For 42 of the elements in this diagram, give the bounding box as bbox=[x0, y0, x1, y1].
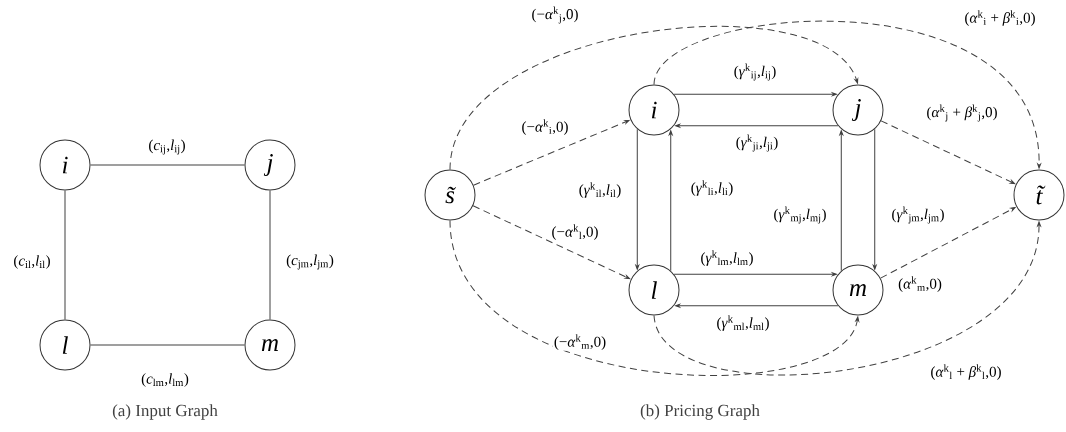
connector-line bbox=[90, 164, 245, 166]
arrow bbox=[675, 123, 839, 128]
edge-label: (c$_{lm}$,l$_{lm}$) bbox=[140, 372, 190, 388]
edge-label: (−α$^{k}$$_{m}$,0) bbox=[552, 333, 608, 351]
edge-label: (γ$^{k}$$_{ij}$,l$_{ij}$) bbox=[732, 62, 778, 82]
arrow bbox=[668, 130, 673, 272]
edge-label: (α$^{k}$$_{l}$ + β$^{k}$$_{l}$,0) bbox=[929, 363, 1003, 381]
connector-line bbox=[64, 190, 66, 320]
dashed-arrow bbox=[653, 221, 1041, 375]
arrow bbox=[673, 272, 837, 277]
edge-label: (−α$^{k}$$_{i}$,0) bbox=[520, 118, 570, 136]
edge-label: (α$^{k}$$_{i}$ + β$^{k}$$_{i}$,0) bbox=[963, 9, 1037, 27]
edge-label: (c$_{ij}$,l$_{ij}$) bbox=[147, 138, 187, 156]
edge-label: (γ$^{k}$$_{mj}$,l$_{mj}$) bbox=[772, 205, 828, 225]
edge-label: (−α$^{k}$$_{j}$,0) bbox=[530, 5, 580, 25]
arrow bbox=[839, 130, 844, 272]
dashed-arrow bbox=[449, 26, 859, 170]
edge-label: (−α$^{k}$$_{l}$,0) bbox=[550, 223, 600, 241]
edge-label: (γ$^{k}$$_{lm}$,l$_{lm}$) bbox=[699, 249, 755, 267]
dashed-arrow bbox=[449, 220, 860, 376]
subfigure-caption: (b) Pricing Graph bbox=[640, 404, 760, 420]
edge-label: (α$^{k}$$_{j}$ + β$^{k}$$_{j}$,0) bbox=[925, 103, 999, 123]
arrow bbox=[872, 128, 877, 270]
dashed-arrow bbox=[880, 207, 1016, 279]
dashed-arrow bbox=[880, 120, 1016, 185]
edge-label: (c$_{il}$,l$_{il}$) bbox=[12, 254, 52, 270]
edge-label: (γ$^{k}$$_{li}$,l$_{li}$) bbox=[689, 179, 735, 197]
subfigure-caption: (a) Input Graph bbox=[112, 404, 218, 420]
dashed-arrow bbox=[653, 21, 1041, 169]
edge-label: (c$_{jm}$,l$_{jm}$) bbox=[285, 253, 335, 271]
arrow bbox=[635, 128, 640, 270]
edge-label: (γ$^{k}$$_{ji}$,l$_{ji}$) bbox=[734, 133, 780, 153]
arrow bbox=[673, 92, 837, 97]
dashed-arrow bbox=[473, 119, 630, 186]
edge-label: (γ$^{k}$$_{il}$,l$_{il}$) bbox=[577, 181, 623, 199]
edge-label: (α$^{k}$$_{m}$,0) bbox=[897, 275, 943, 293]
edge-label: (γ$^{k}$$_{jm}$,l$_{jm}$) bbox=[890, 205, 946, 225]
connector-line bbox=[90, 344, 245, 346]
arrow bbox=[675, 303, 839, 308]
dashed-arrow bbox=[472, 205, 631, 280]
connector-line bbox=[269, 190, 271, 320]
edge-label: (γ$^{k}$$_{ml}$,l$_{ml}$) bbox=[715, 314, 771, 332]
